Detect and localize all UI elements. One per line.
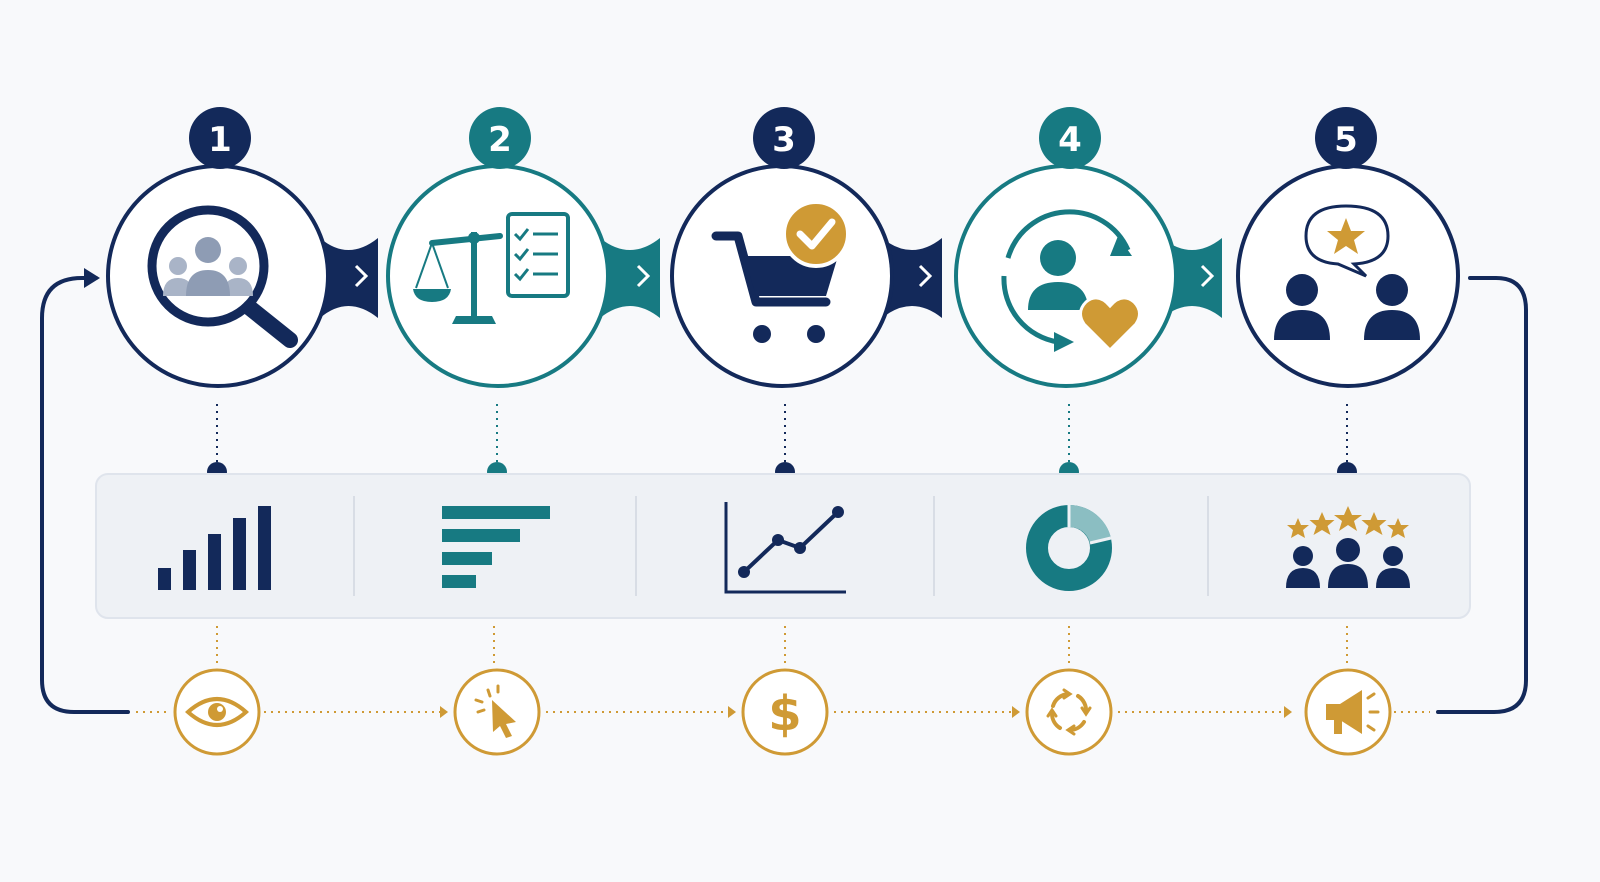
step-number-2: 2 xyxy=(488,120,512,160)
step-number-1: 1 xyxy=(208,120,232,160)
cart-check-icon xyxy=(711,200,850,343)
metrics-panel xyxy=(95,473,1471,619)
user-loop-heart-icon xyxy=(1001,209,1141,353)
cursor-click-icon xyxy=(474,684,516,738)
megaphone-icon xyxy=(1326,690,1380,734)
eye-icon xyxy=(185,697,249,727)
scale-checklist-icon xyxy=(413,212,570,324)
step-number-5: 5 xyxy=(1334,120,1358,160)
gold-arrowheads xyxy=(440,706,1292,718)
step-badge-3: 3 xyxy=(753,107,815,169)
step-badges: 1 2 3 4 5 xyxy=(189,107,1377,169)
loop-arrow-icon xyxy=(40,268,1528,714)
bar-chart-icon xyxy=(158,506,271,590)
magnifier-people-icon xyxy=(147,205,298,348)
refresh-icon xyxy=(1046,688,1092,736)
donut-chart-icon xyxy=(1026,504,1112,591)
step-number-3: 3 xyxy=(772,120,796,160)
step-badge-4: 4 xyxy=(1039,107,1101,169)
lower-dotted-lines xyxy=(136,626,1430,713)
step-number-4: 4 xyxy=(1058,120,1082,160)
dollar-icon: $ xyxy=(768,686,801,742)
funnel-bars-icon xyxy=(442,506,550,588)
svg-text:$: $ xyxy=(768,686,801,742)
step-badge-2: 2 xyxy=(469,107,531,169)
upper-dotted-lines xyxy=(216,404,1348,462)
step-badge-5: 5 xyxy=(1315,107,1377,169)
people-star-bubble-icon xyxy=(1274,204,1420,340)
step-badge-1: 1 xyxy=(189,107,251,169)
stars-people-icon xyxy=(1286,506,1410,588)
line-chart-icon xyxy=(724,502,846,594)
step-connectors xyxy=(320,238,1222,318)
